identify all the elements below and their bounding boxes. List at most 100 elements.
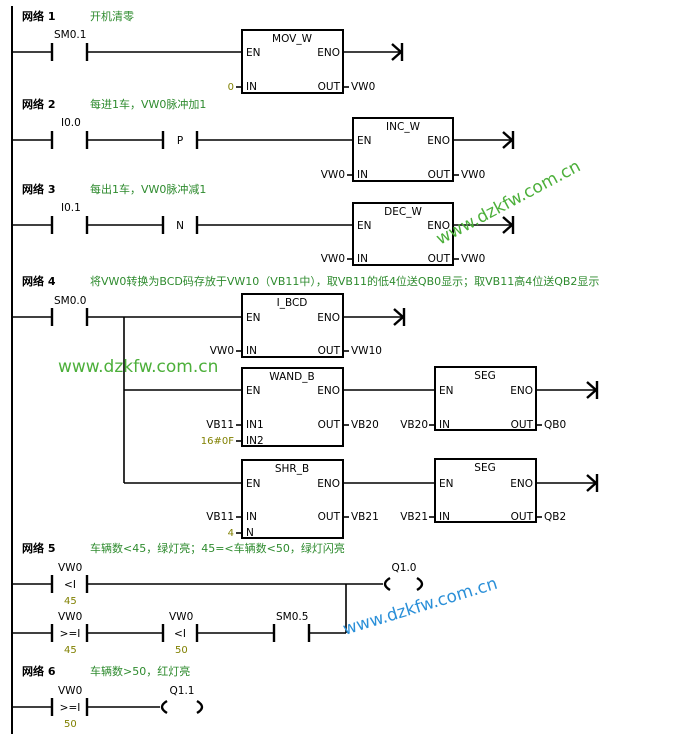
coil-address: Q1.1	[170, 685, 195, 697]
function-box-seg[interactable]: SEG EN ENO IN OUT VB20 QB0	[400, 366, 566, 431]
pin-en: EN	[246, 47, 261, 59]
output-coil[interactable]: Q1.1	[160, 685, 204, 715]
negative-edge-contact[interactable]: N	[161, 216, 199, 234]
edge-label: P	[177, 135, 183, 147]
watermark: www.dzkfw.com.cn	[58, 357, 218, 377]
network-label: 网络 2	[22, 97, 55, 111]
output-value: VW0	[351, 81, 375, 93]
pin-eno: ENO	[317, 385, 340, 397]
network-1[interactable]: 网络 1 开机清零 SM0.1 MOV_W EN ENO IN OUT 0 VW…	[12, 9, 404, 94]
function-box-mov-w[interactable]: MOV_W EN ENO IN OUT 0 VW0	[228, 29, 376, 94]
network-comment: 将VW0转换为BCD码存放于VW10（VB11中），取VB11的低4位送QB0显…	[90, 274, 599, 288]
box-title: MOV_W	[272, 33, 313, 45]
pin-eno: ENO	[427, 220, 450, 232]
output-value: VW10	[351, 345, 382, 357]
positive-edge-contact[interactable]: P	[161, 131, 199, 149]
output-coil[interactable]: Q1.0	[383, 562, 424, 592]
watermark: www.dzkfw.com.cn	[433, 156, 584, 249]
box-title: INC_W	[386, 121, 421, 133]
pin-eno: ENO	[317, 312, 340, 324]
pin-out: OUT	[318, 345, 341, 357]
compare-operand: 50	[175, 645, 188, 656]
input-value: VW0	[321, 169, 345, 181]
compare-operator: >=I	[60, 628, 81, 640]
pin-out: OUT	[318, 81, 341, 93]
pin-n: N	[246, 527, 254, 539]
output-value: VW0	[461, 169, 485, 181]
input-value: VW0	[210, 345, 234, 357]
pin-in: IN	[246, 511, 257, 523]
function-box-shr-b[interactable]: SHR_B EN ENO IN N OUT VB11 4 VB21	[206, 459, 379, 539]
pin-en: EN	[357, 220, 372, 232]
eno-arrow-icon	[391, 43, 404, 61]
input-value: VB20	[400, 419, 428, 431]
box-title: WAND_B	[269, 371, 314, 383]
function-box-i-bcd[interactable]: I_BCD EN ENO IN OUT VW0 VW10	[210, 293, 382, 358]
pin-eno: ENO	[317, 478, 340, 490]
input-value: VB11	[206, 419, 234, 431]
compare-address: VW0	[169, 611, 193, 623]
contact-no[interactable]: I0.0	[50, 117, 89, 149]
compare-operand: 45	[64, 645, 77, 656]
compare-operand: 50	[64, 719, 77, 730]
pin-eno: ENO	[510, 385, 533, 397]
contact-no[interactable]: I0.1	[50, 202, 89, 234]
network-6[interactable]: 网络 6 车辆数>50，红灯亮 VW0 >=I 50 Q1.1	[12, 664, 204, 730]
contact-address: I0.1	[61, 202, 81, 214]
network-4[interactable]: 网络 4 将VW0转换为BCD码存放于VW10（VB11中），取VB11的低4位…	[12, 274, 599, 539]
pin-en: EN	[357, 135, 372, 147]
pin-in: IN	[439, 511, 450, 523]
eno-arrow-icon	[502, 131, 515, 149]
network-2[interactable]: 网络 2 每进1车，VW0脉冲加1 I0.0 P INC_W EN ENO IN…	[12, 97, 515, 182]
input-value: VW0	[321, 253, 345, 265]
compare-operator: >=I	[60, 702, 81, 714]
pin-in: IN	[246, 345, 257, 357]
network-comment: 车辆数>50，红灯亮	[90, 664, 190, 678]
pin-en: EN	[439, 385, 454, 397]
function-box-seg[interactable]: SEG EN ENO IN OUT VB21 QB2	[400, 458, 566, 523]
network-3[interactable]: 网络 3 每出1车，VW0脉冲减1 I0.1 N DEC_W EN ENO IN…	[12, 182, 515, 266]
compare-address: VW0	[58, 685, 82, 697]
output-value: QB0	[544, 419, 566, 431]
compare-contact[interactable]: VW0 >=I 50	[50, 685, 89, 730]
pin-en: EN	[439, 478, 454, 490]
contact-no[interactable]: SM0.1	[50, 29, 89, 61]
box-title: DEC_W	[384, 206, 422, 218]
pin-eno: ENO	[427, 135, 450, 147]
network-label: 网络 4	[22, 274, 56, 288]
box-title: SHR_B	[275, 463, 309, 475]
function-box-wand-b[interactable]: WAND_B EN ENO IN1 IN2 OUT VB11 16#0F VB2…	[201, 367, 379, 447]
pin-en: EN	[246, 478, 261, 490]
output-value: QB2	[544, 511, 566, 523]
contact-address: SM0.0	[54, 295, 86, 307]
network-comment: 每进1车，VW0脉冲加1	[90, 97, 206, 111]
pin-in: IN	[439, 419, 450, 431]
pin-out: OUT	[318, 511, 341, 523]
compare-address: VW0	[58, 611, 82, 623]
compare-contact[interactable]: VW0 <I 45	[50, 562, 89, 607]
contact-address: I0.0	[61, 117, 81, 129]
compare-contact[interactable]: VW0 >=I 45	[50, 611, 89, 656]
pin-in2: IN2	[246, 435, 264, 447]
pin-in: IN	[357, 253, 368, 265]
input-value: 4	[228, 528, 234, 539]
pin-in: IN	[357, 169, 368, 181]
function-box-dec-w[interactable]: DEC_W EN ENO IN OUT VW0 VW0	[321, 202, 486, 266]
pin-eno: ENO	[510, 478, 533, 490]
network-label: 网络 3	[22, 182, 55, 196]
contact-no[interactable]: SM0.0	[50, 295, 89, 326]
network-comment: 开机清零	[90, 9, 134, 23]
eno-arrow-icon	[586, 474, 599, 492]
contact-address: SM0.5	[276, 611, 308, 623]
eno-arrow-icon	[586, 381, 599, 399]
pin-in: IN	[246, 81, 257, 93]
network-5[interactable]: 网络 5 车辆数<45，绿灯亮；45=<车辆数<50，绿灯闪亮 VW0 <I 4…	[12, 541, 424, 656]
pin-out: OUT	[511, 511, 534, 523]
compare-contact[interactable]: VW0 <I 50	[161, 611, 199, 656]
contact-address: SM0.1	[54, 29, 86, 41]
pin-out: OUT	[428, 253, 451, 265]
pin-en: EN	[246, 385, 261, 397]
contact-no[interactable]: SM0.5	[272, 611, 311, 642]
function-box-inc-w[interactable]: INC_W EN ENO IN OUT VW0 VW0	[321, 117, 486, 182]
input-value: 16#0F	[201, 436, 234, 447]
